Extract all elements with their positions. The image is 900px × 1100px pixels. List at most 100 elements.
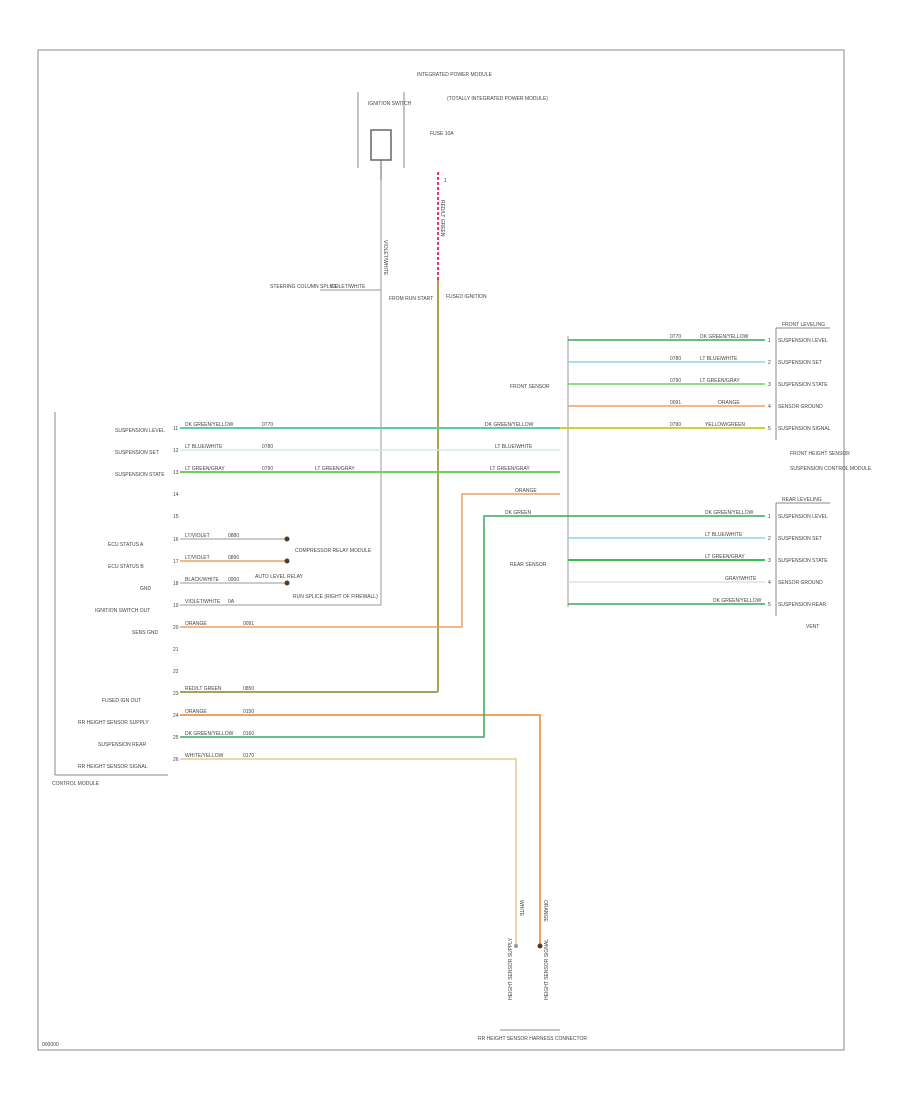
mid-ref-label: AUTO LEVEL RELAY	[255, 574, 304, 580]
wire-code: 0780	[262, 444, 273, 450]
splice-ref: FROM RUN START	[389, 296, 433, 302]
rb-label: SUSPENSION REAR	[778, 602, 826, 608]
rt-wire-label: YELLOW/GREEN	[705, 422, 745, 428]
rt-label: SUSPENSION SIGNAL	[778, 426, 831, 432]
rt-code: 0770	[670, 334, 681, 340]
splice-caption: STEERING COLUMN SPLICE	[270, 284, 338, 290]
left-module-label: CONTROL MODULE	[52, 781, 100, 787]
connector-dot	[284, 558, 290, 564]
left-pin-25-label: SUSPENSION REAR	[98, 742, 146, 748]
rr-wire-b: ORANGE	[542, 900, 548, 922]
rb-wire-label: LT BLUE/WHITE	[705, 532, 743, 538]
wire-label: ORANGE	[185, 709, 207, 715]
connector-dot	[284, 580, 290, 586]
wire-label: DK GREEN/YELLOW	[185, 731, 234, 737]
left-pin-num: 12	[173, 448, 179, 454]
wire-code: 0A	[228, 599, 235, 605]
left-pin-num: 11	[173, 426, 178, 432]
wire-code: 0091	[243, 621, 254, 627]
fuse-splice-caption: FUSED IGNITION	[446, 294, 487, 300]
left-pin-num: 19	[173, 603, 179, 609]
rear-sensor-label: VENT	[806, 624, 819, 630]
rt-label: SUSPENSION SET	[778, 360, 822, 366]
rr-wire-a: WHITE	[518, 900, 524, 917]
rb-label: SUSPENSION SET	[778, 536, 822, 542]
left-pin-19-label: IGNITION SWITCH OUT	[95, 608, 150, 614]
splice-wire: VIOLET/WHITE	[330, 284, 366, 290]
left-pin-num: 24	[173, 713, 179, 719]
left-pin-18-label: GND	[140, 586, 152, 592]
rb-wire-label: DK GREEN/YELLOW	[705, 510, 754, 516]
bottom-left-code: 000000	[42, 1042, 59, 1048]
left-pin-num: 25	[173, 735, 179, 741]
wire-code: 0170	[243, 753, 254, 759]
wire-code: 0880	[228, 533, 239, 539]
fuse-id: FUSE 10A	[430, 131, 454, 137]
rb-group-title: REAR LEVELING	[782, 497, 822, 503]
left-pin-12-label: SUSPENSION SET	[115, 450, 159, 456]
rt-pin: 4	[768, 404, 771, 410]
rb-label: SUSPENSION LEVEL	[778, 514, 828, 520]
left-pin-numbers: 11 12 13 14 15 16 17 18 19 20 21 22 23 2…	[173, 426, 179, 763]
wire-mid-label: DK GREEN	[505, 510, 532, 516]
rt-pin: 5	[768, 426, 771, 432]
bottom-connector-label: RR HEIGHT SENSOR HARNESS CONNECTOR	[478, 1036, 587, 1042]
fuse-note: (TOTALLY INTEGRATED POWER MODULE)	[447, 96, 548, 102]
left-pin-23-label: FUSED IGN OUT	[102, 698, 141, 704]
rb-pin: 5	[768, 602, 771, 608]
rt-label: SENSOR GROUND	[778, 404, 823, 410]
rear-group-caption: REAR SENSOR	[510, 562, 547, 568]
wire-code: 0160	[243, 731, 254, 737]
wire-label: ORANGE	[185, 621, 207, 627]
left-pin-labels: SUSPENSION LEVEL SUSPENSION SET SUSPENSI…	[78, 428, 165, 770]
ignition-wire-label: VIOLET/WHITE	[382, 240, 388, 276]
diagram-frame	[37, 49, 845, 1051]
rt-group-title: FRONT LEVELING	[782, 322, 825, 328]
left-pin-13-label: SUSPENSION STATE	[115, 472, 165, 478]
wire-label: BLACK/WHITE	[185, 577, 220, 583]
rb-pin: 4	[768, 580, 771, 586]
ignition-switch-body	[370, 129, 392, 161]
wire-mid-label: ORANGE	[515, 488, 537, 494]
rt-wire-label: ORANGE	[718, 400, 740, 406]
right-module-note: SUSPENSION CONTROL MODULE	[790, 466, 872, 472]
wire-label: VIOLET/WHITE	[185, 599, 221, 605]
rr-label-b: HEIGHT SENSOR SIGNAL	[544, 939, 550, 1000]
wire-code: 0150	[243, 709, 254, 715]
wire-code: 0890	[228, 555, 239, 561]
rt-label: SUSPENSION LEVEL	[778, 338, 828, 344]
wire-code: 0790	[262, 466, 273, 472]
rt-pin: 3	[768, 382, 771, 388]
left-pin-num: 22	[173, 669, 179, 675]
left-pin-num: 17	[173, 559, 179, 565]
wire-mid-label: LT GREEN/GRAY	[490, 466, 530, 472]
left-pin-num: 23	[173, 691, 179, 697]
wire-label: WHITE/YELLOW	[185, 753, 224, 759]
connector-dot	[537, 943, 543, 949]
fuse-pin: 1	[444, 178, 447, 184]
rt-pin: 1	[768, 338, 771, 344]
connector-dot	[284, 536, 290, 542]
rb-label: SUSPENSION STATE	[778, 558, 828, 564]
rt-label: SUSPENSION STATE	[778, 382, 828, 388]
wire-label: LT/VIOLET	[185, 533, 210, 539]
wire-suspension-rear	[180, 515, 560, 738]
wire-mid-label: DK GREEN/YELLOW	[485, 422, 534, 428]
left-pin-num: 16	[173, 537, 179, 543]
mid-ref-label: RUN SPLICE (RIGHT OF FIREWALL)	[293, 594, 378, 600]
left-pin-20-label: SENS GND	[132, 630, 159, 636]
wire-label: DK GREEN/YELLOW	[185, 422, 234, 428]
rb-wire-label: DK GREEN/YELLOW	[713, 598, 762, 604]
wire-mid-label: LT BLUE/WHITE	[495, 444, 533, 450]
rb-pin: 3	[768, 558, 771, 564]
rb-label: SENSOR GROUND	[778, 580, 823, 586]
ignition-switch-label: IGNITION SWITCH	[368, 101, 412, 107]
rt-code: 0790	[670, 422, 681, 428]
mid-ref-label: COMPRESSOR RELAY MODULE	[295, 548, 372, 554]
left-pin-26-label: RR HEIGHT SENSOR SIGNAL	[78, 764, 148, 770]
left-pin-17-label: ECU STATUS B	[108, 564, 144, 570]
front-group-caption: FRONT SENSOR	[510, 384, 550, 390]
left-pin-num: 20	[173, 625, 179, 631]
rb-pin: 2	[768, 536, 771, 542]
connector-dot	[514, 944, 518, 948]
